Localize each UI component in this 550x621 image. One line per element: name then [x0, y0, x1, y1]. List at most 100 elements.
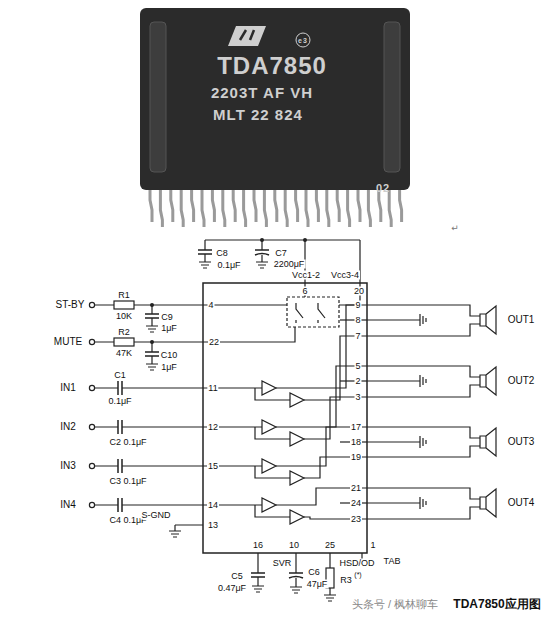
- speaker-wire: [367, 446, 480, 457]
- pin-number: 2: [354, 377, 361, 386]
- chip-pin: [275, 190, 277, 222]
- chip-pin: [368, 190, 370, 227]
- speaker-wire: [367, 366, 480, 377]
- signal-name: IN2: [59, 422, 77, 432]
- input-wire: [95, 465, 203, 466]
- mounting-slot: [384, 22, 400, 172]
- capacitor-symbol: [255, 250, 269, 255]
- ground-symbol: [420, 375, 426, 387]
- pin-number: 6: [301, 287, 308, 296]
- amplifier-symbol: [290, 510, 304, 524]
- part-label: C1: [113, 371, 127, 380]
- amplifier-symbol: [262, 459, 276, 473]
- part-label: C6: [307, 568, 321, 577]
- pin-number: 22: [208, 338, 220, 347]
- chip-marking: e3: [297, 37, 309, 44]
- junction-dot: [260, 238, 264, 242]
- chip-pin: [400, 190, 402, 222]
- pin-number: 25: [324, 541, 336, 550]
- wires: [95, 240, 367, 595]
- pin-number: 24: [350, 499, 362, 508]
- chip-pin: [202, 190, 204, 227]
- ic-body: [203, 283, 367, 553]
- amplifier-symbol: [290, 471, 304, 485]
- part-label: C7: [274, 249, 288, 258]
- junction-dot: [150, 340, 154, 344]
- amp-output: [304, 397, 367, 439]
- signal-name: OUT3: [507, 437, 536, 447]
- figure-caption: TDA7850应用图: [452, 598, 541, 610]
- input-terminal: [89, 502, 94, 507]
- pin-number: 16: [252, 541, 264, 550]
- ground-wire: [367, 441, 420, 442]
- speaker-wire: [367, 507, 480, 519]
- signal-name: ST-BY: [55, 300, 86, 310]
- capacitor-symbol: [118, 498, 122, 512]
- speaker-wire: [367, 324, 480, 336]
- part-label: 47μF: [306, 580, 329, 589]
- amplifier-symbol: [262, 381, 276, 395]
- chip-marking: 2203T AF VH: [210, 85, 314, 100]
- pin-number: 23: [350, 515, 362, 524]
- capacitor-symbol: [145, 352, 159, 356]
- speaker-symbol: [480, 428, 496, 456]
- pin-number: 13: [207, 521, 219, 530]
- capacitor-symbol: [118, 459, 122, 473]
- chip-marking: MLT 22 824: [212, 107, 304, 122]
- amplifier-channels: [89, 302, 496, 524]
- signal-name: OUT2: [507, 376, 536, 386]
- ground-symbol: [252, 586, 264, 592]
- pin-number: 15: [207, 462, 219, 471]
- capacitor-symbol: [251, 573, 265, 577]
- pin-number: 20: [353, 287, 365, 296]
- pin-number: 8: [354, 316, 361, 325]
- pin-number: 9: [354, 301, 361, 310]
- capacitor-symbol: [118, 420, 122, 434]
- amplifier-symbol: [262, 498, 276, 512]
- pin-number: 18: [350, 438, 362, 447]
- chip-pin: [254, 190, 256, 222]
- part-label: C10: [160, 351, 179, 360]
- capacitor-symbol: [289, 573, 303, 578]
- part-label: 1μF: [160, 363, 178, 372]
- compliance-mark: [296, 33, 310, 47]
- pin-number: 21: [350, 484, 362, 493]
- junction-dots: [150, 238, 307, 344]
- signal-name: Vcc3-4: [330, 271, 360, 280]
- pin-number: 3: [354, 393, 361, 402]
- input-wire: [95, 426, 203, 427]
- pin-number: 5: [354, 362, 361, 371]
- ground-symbol: [256, 262, 268, 268]
- input-terminal: [89, 339, 94, 344]
- chip-marking: 02: [375, 183, 391, 194]
- chip-pin: [316, 190, 318, 222]
- part-label: R3: [339, 576, 353, 585]
- ground-symbol: [420, 314, 426, 326]
- pin-number: 12: [207, 423, 219, 432]
- capacitor-symbol: [198, 250, 212, 254]
- chip-pin: [150, 190, 152, 222]
- part-label: 1μF: [160, 324, 178, 333]
- part-label: 47K: [115, 349, 133, 358]
- sgnd-wire: [175, 525, 203, 531]
- input-terminal: [89, 302, 94, 307]
- speaker-symbol: [480, 306, 496, 334]
- signal-name: OUT1: [507, 315, 536, 325]
- amp-output: [276, 305, 367, 388]
- pin-number: 10: [288, 541, 300, 550]
- pin-number: 4: [207, 301, 214, 310]
- signal-name: OUT4: [507, 498, 536, 508]
- capacitor-symbol: [118, 381, 122, 395]
- pin-number: 7: [354, 332, 361, 341]
- pin-number: 17: [350, 423, 362, 432]
- part-label: C5: [230, 572, 244, 581]
- chip-pin: [348, 190, 350, 227]
- signal-name: IN4: [59, 500, 77, 510]
- speaker-wire: [367, 385, 480, 397]
- chip-pin: [160, 190, 162, 227]
- part-label: C3 0.1μF: [108, 477, 147, 486]
- amplifier-symbol: [290, 393, 304, 407]
- mute-wire: [95, 327, 295, 364]
- ground-wire: [367, 319, 420, 320]
- ground-symbol: [169, 531, 181, 537]
